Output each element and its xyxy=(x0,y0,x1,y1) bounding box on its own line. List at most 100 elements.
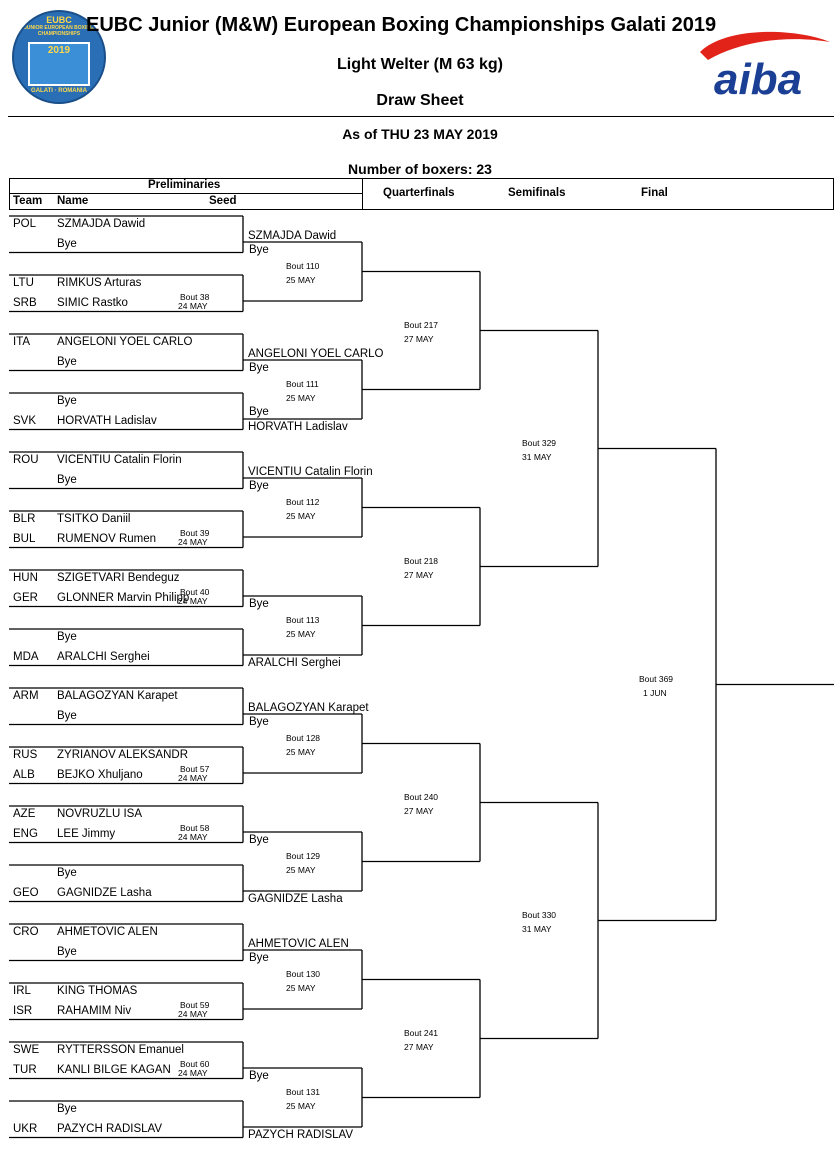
event-logo: EUBC JUNIOR EUROPEAN BOXING CHAMPIONSHIP… xyxy=(12,10,106,104)
entry-name: Bye xyxy=(57,946,77,958)
entry-team: BUL xyxy=(13,533,36,545)
r16-bye-label: Bye xyxy=(249,362,269,374)
prelim-bout-date: 24 MAY xyxy=(178,773,208,783)
header-divider xyxy=(8,116,834,117)
r16-bye-label: Bye xyxy=(249,834,269,846)
entry-name: Bye xyxy=(57,631,77,643)
qf-bout-date: 27 MAY xyxy=(404,1041,434,1052)
prelim-bout-date: 24 MAY xyxy=(178,1068,208,1078)
r16-bout-date: 25 MAY xyxy=(286,747,316,757)
sf-bout-number: Bout 329 xyxy=(522,437,557,448)
entry-name: Bye xyxy=(57,867,77,879)
r16-bout-number: Bout 112 xyxy=(286,497,320,507)
entry-team: UKR xyxy=(13,1123,38,1135)
final-header: Final xyxy=(641,187,668,199)
r16-bye-label: Bye xyxy=(249,1070,269,1082)
r16-bye-label: Bye xyxy=(249,480,269,492)
entry-name: ARALCHI Serghei xyxy=(57,651,150,663)
final-bout-date: 1 JUN xyxy=(643,687,667,698)
r16-bout-date: 25 MAY xyxy=(286,865,316,875)
number-of-boxers: Number of boxers: 23 xyxy=(348,161,492,177)
preliminaries-header-divider xyxy=(9,193,363,194)
sf-bout-number: Bout 330 xyxy=(522,909,557,920)
entry-team: MDA xyxy=(13,651,39,663)
r16-bye-label: Bye xyxy=(249,598,269,610)
entry-name: Bye xyxy=(57,474,77,486)
event-logo-bottom-text: GALATI · ROMANIA xyxy=(31,88,87,94)
entry-team: SVK xyxy=(13,415,37,427)
qf-bout-date: 27 MAY xyxy=(404,805,434,816)
entry-team: ISR xyxy=(13,1005,33,1017)
entry-team: LTU xyxy=(13,277,34,289)
entry-team: SRB xyxy=(13,297,37,309)
entry-name: Bye xyxy=(57,1103,77,1115)
r16-winner-name: GAGNIDZE Lasha xyxy=(248,893,343,905)
entry-team: ARM xyxy=(13,690,39,702)
aiba-logo: aiba xyxy=(700,31,830,100)
later-rounds-header-box xyxy=(362,178,834,210)
r16-bout-number: Bout 110 xyxy=(286,261,320,271)
r16-bout-number: Bout 113 xyxy=(286,615,320,625)
entry-name: GLONNER Marvin Philipp xyxy=(57,592,190,604)
seed-column-header: Seed xyxy=(209,195,237,207)
sf-bout-date: 31 MAY xyxy=(522,451,552,462)
r16-bout-date: 25 MAY xyxy=(286,393,316,403)
entry-team: AZE xyxy=(13,808,36,820)
as-of-date: As of THU 23 MAY 2019 xyxy=(342,126,498,142)
prelim-bout-date: 24 MAY xyxy=(178,1009,208,1019)
entry-name: SZMAJDA Dawid xyxy=(57,218,146,230)
entry-name: RAHAMIM Niv xyxy=(57,1005,132,1017)
r16-bout-number: Bout 131 xyxy=(286,1087,321,1097)
sheet-title: Draw Sheet xyxy=(376,92,464,109)
team-column-header: Team xyxy=(13,195,43,207)
event-logo-top-text: EUBC xyxy=(46,15,72,25)
entry-team: ROU xyxy=(13,454,39,466)
qf-bout-date: 27 MAY xyxy=(404,333,434,344)
r16-winner-name: BALAGOZYAN Karapet xyxy=(248,702,369,714)
prelim-bout-date: 24 MAY xyxy=(178,596,208,606)
entry-team: GER xyxy=(13,592,38,604)
entry-team: HUN xyxy=(13,572,38,584)
qf-bout-number: Bout 217 xyxy=(404,319,439,330)
entry-team: BLR xyxy=(13,513,36,525)
entry-name: NOVRUZLU ISA xyxy=(57,808,142,820)
semifinals-header: Semifinals xyxy=(508,187,566,199)
aiba-logo-text: aiba xyxy=(714,55,802,100)
event-logo-mid-text: JUNIOR EUROPEAN BOXING CHAMPIONSHIPS xyxy=(24,25,94,37)
r16-bout-number: Bout 111 xyxy=(286,379,319,389)
preliminaries-header: Preliminaries xyxy=(148,179,221,191)
entry-team: IRL xyxy=(13,985,31,997)
qf-bout-date: 27 MAY xyxy=(404,569,434,580)
prelim-bout-date: 24 MAY xyxy=(178,832,208,842)
entry-name: Bye xyxy=(57,238,77,250)
entry-name: Bye xyxy=(57,710,77,722)
entry-team: GEO xyxy=(13,887,39,899)
entry-team: POL xyxy=(13,218,37,230)
r16-bout-date: 25 MAY xyxy=(286,275,316,285)
r16-bye-label: Bye xyxy=(249,406,269,418)
r16-bout-date: 25 MAY xyxy=(286,1101,316,1111)
final-bout-number: Bout 369 xyxy=(639,673,674,684)
entry-name: BEJKO Xhuljano xyxy=(57,769,143,781)
entry-name: KING THOMAS xyxy=(57,985,138,997)
name-column-header: Name xyxy=(57,195,89,207)
prelim-bout-number: Bout 60 xyxy=(180,1059,210,1069)
entry-name: Bye xyxy=(57,395,77,407)
entry-team: ALB xyxy=(13,769,35,781)
entry-name: ZYRIANOV ALEKSANDR xyxy=(57,749,189,761)
prelim-bout-date: 24 MAY xyxy=(178,301,208,311)
entry-name: TSITKO Daniil xyxy=(57,513,131,525)
weight-category: Light Welter (M 63 kg) xyxy=(337,56,503,73)
entry-name: VICENTIU Catalin Florin xyxy=(57,454,182,466)
entry-name: AHMETOVIC ALEN xyxy=(57,926,158,938)
r16-winner-name: SZMAJDA Dawid xyxy=(248,230,337,242)
entry-name: KANLI BILGE KAGAN xyxy=(57,1064,171,1076)
r16-winner-name: ARALCHI Serghei xyxy=(248,657,341,669)
r16-winner-name: HORVATH Ladislav xyxy=(248,421,348,433)
r16-bout-date: 25 MAY xyxy=(286,983,316,993)
entry-name: LEE Jimmy xyxy=(57,828,116,840)
r16-bout-number: Bout 128 xyxy=(286,733,321,743)
entry-name: SZIGETVARI Bendeguz xyxy=(57,572,180,584)
r16-bout-date: 25 MAY xyxy=(286,511,316,521)
